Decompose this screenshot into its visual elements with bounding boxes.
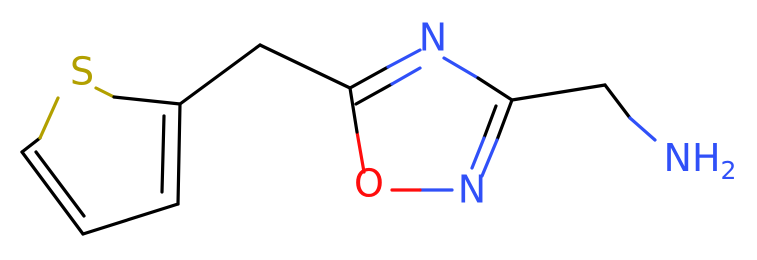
bond-ring-ch2 xyxy=(178,43,262,106)
bond-c3-n2-n xyxy=(480,138,499,178)
bond-c3-ch2 xyxy=(510,83,607,102)
bond-ch2-oxadiazole xyxy=(258,43,352,90)
bond-ch2-n-n xyxy=(628,116,657,142)
bond-n4-c3-n xyxy=(442,56,480,80)
bond-o1-c5-o xyxy=(355,130,366,174)
bond-c2-c xyxy=(112,95,182,106)
bond-c3-n2-double-carbon xyxy=(482,104,498,140)
bond-c5-s-sulfur-half xyxy=(38,96,60,140)
bond-c5-n4-n xyxy=(386,48,422,69)
bond-c5-n4-carbon xyxy=(348,65,390,90)
amine-nh-label: NH xyxy=(664,136,721,180)
bond-double-inner-right xyxy=(160,114,166,194)
nitrogen-atom-label-bottom: N xyxy=(458,168,486,212)
bond-c5-n4-double-carbon xyxy=(354,82,394,106)
bond-c5-s-carbon-half xyxy=(20,136,42,154)
amine-group-label: NH2 xyxy=(664,136,737,186)
bond-c3-n2-carbon xyxy=(495,98,514,142)
bond-double-inner-left xyxy=(34,150,86,218)
bond-c5-n4-double-n xyxy=(390,66,422,86)
bond-n4-c3-carbon xyxy=(476,76,514,102)
bond-ch2-n-carbon xyxy=(603,83,632,120)
nitrogen-atom-label-top: N xyxy=(419,16,447,60)
bond-o1-c5-carbon xyxy=(348,86,359,134)
thiophene-ring xyxy=(20,86,182,236)
bond-left xyxy=(20,150,85,236)
amine-subscript-label: 2 xyxy=(721,156,737,185)
bond-bottom xyxy=(81,202,180,236)
oxygen-atom-label: O xyxy=(354,162,384,206)
sulfur-atom-label: S xyxy=(70,50,94,94)
bond-s-c2-sulfur-half xyxy=(94,86,116,99)
oxadiazole-ring xyxy=(348,48,514,192)
bond-c-c-right xyxy=(176,102,182,206)
bond-c3-n2-double-n xyxy=(470,136,486,170)
